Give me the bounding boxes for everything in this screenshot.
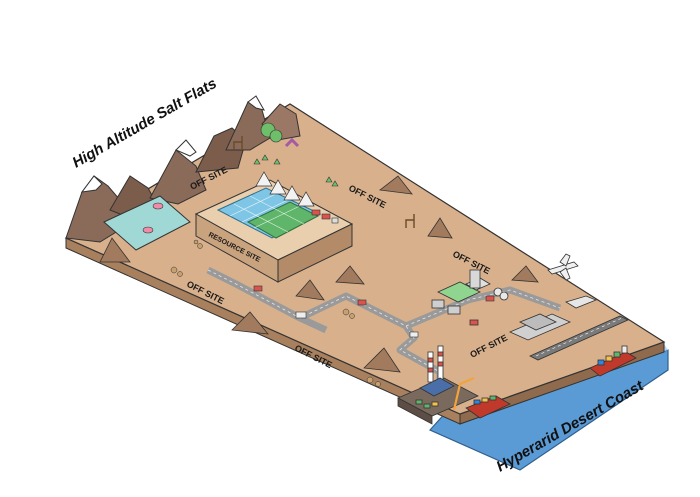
salt-piles [255,171,315,207]
llamas [233,136,415,228]
airport [509,295,629,361]
chimney-left [427,351,434,383]
cargo-ship-dock [465,395,511,419]
port [397,345,479,425]
hills [99,175,539,373]
cargo-ship-sea [589,345,637,377]
road-vehicles [253,285,495,338]
road-markings [207,269,561,382]
salt-lake [103,195,191,251]
rock-piles [170,239,381,387]
trucks [311,209,339,224]
green-ponds [246,201,320,239]
crane [452,376,475,411]
vegetation [253,122,339,187]
title-salt-flats: High Altitude Salt Flats [70,75,220,172]
flamingos [142,202,164,234]
processing-plant [431,269,509,326]
resource-site: RESOURCE SITE [194,171,354,283]
airplane-icon [547,253,579,281]
